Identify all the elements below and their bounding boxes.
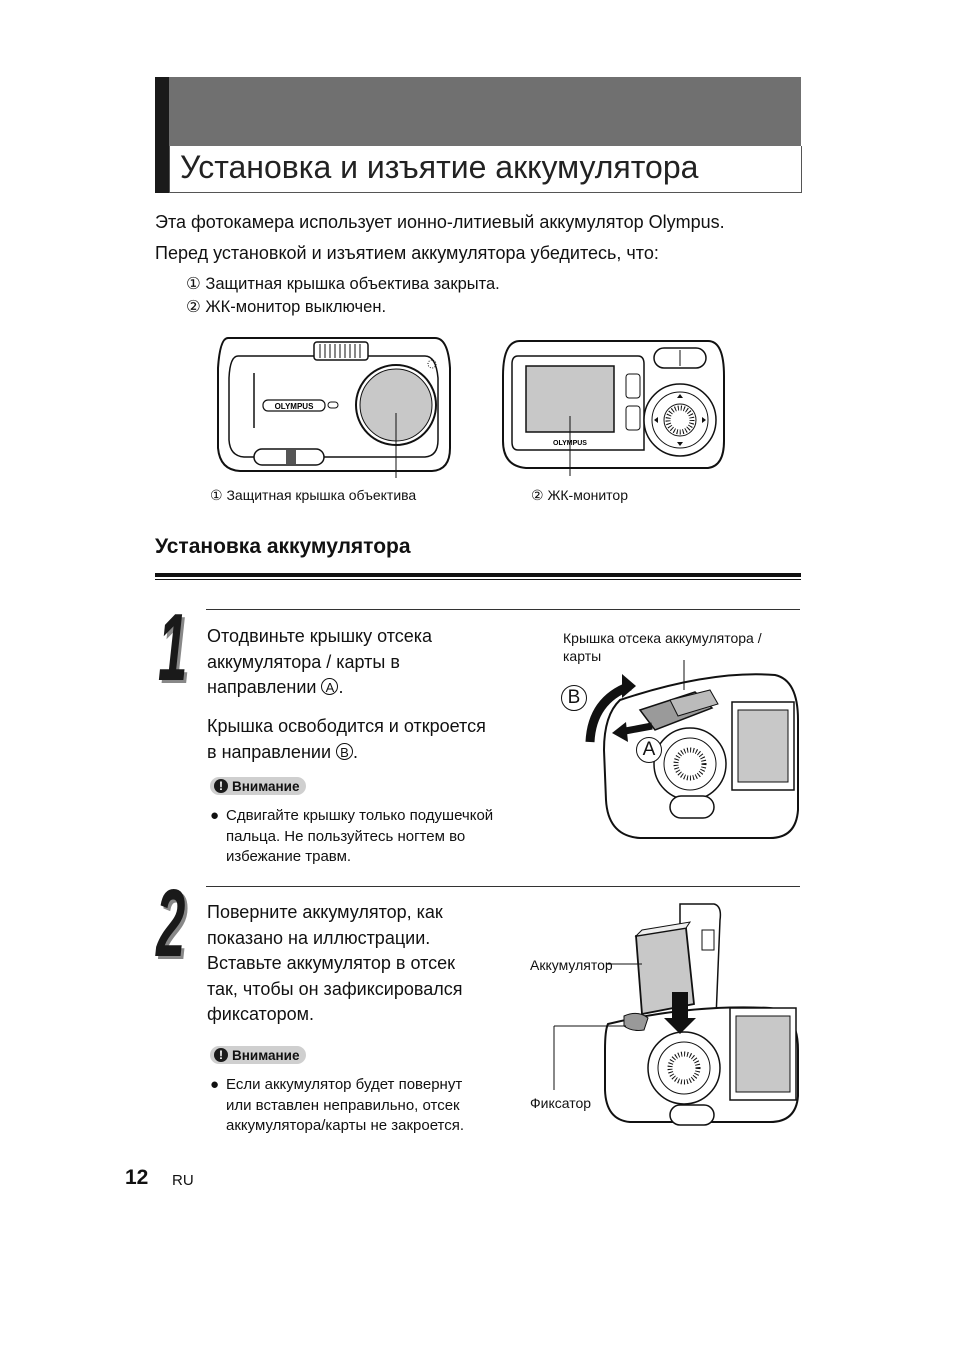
cover-callout: Крышка отсека аккумулятора / карты [563, 629, 762, 665]
bullet-line: Сдвигайте крышку только подушечкой [226, 807, 494, 824]
step-1-subtext: Крышка освободится и откроется в направл… [207, 714, 537, 765]
caption-marker: ① [210, 487, 223, 503]
exclamation-icon: ! [214, 1048, 228, 1062]
page-number: 12 [125, 1166, 149, 1189]
caption-text: ЖК-монитор [547, 487, 628, 503]
bullet-text: Если аккумулятор будет повернут или вста… [226, 1075, 464, 1137]
back-caption: ② ЖК-монитор [531, 486, 628, 504]
step-2-line: Вставьте аккумулятор в отсек [207, 953, 456, 973]
caption-text: Защитная крышка объектива [226, 487, 417, 503]
item-text: Защитная крышка объектива закрыта. [205, 275, 500, 293]
step-1-line: аккумулятора / карты в [207, 651, 400, 672]
section-rule-thin [155, 579, 801, 580]
section-rule [155, 573, 801, 577]
item-marker: ② [186, 298, 201, 316]
bullet-line: пальца. Не пользуйтесь ногтем во [226, 827, 466, 845]
front-caption: ① Защитная крышка объектива [210, 486, 416, 504]
step-2-text: Поверните аккумулятор, как показано на и… [207, 900, 527, 1028]
step-1-illustration [585, 660, 799, 839]
lock-callout: Фиксатор [530, 1095, 592, 1111]
step-1-line-end: . [338, 677, 344, 697]
camera-front-illustration: OLYMPUS [217, 337, 451, 478]
header-title-box [169, 146, 802, 193]
front-brand-logo: OLYMPUS [275, 402, 314, 411]
step-1-rule [206, 609, 800, 610]
page-language: RU [172, 1172, 194, 1189]
step-1-subline: в направлении B. [207, 740, 537, 766]
callout-line: карты [563, 648, 602, 664]
battery-callout: Аккумулятор [530, 957, 613, 973]
bullet-text: Сдвигайте крышку только подушечкой пальц… [226, 806, 493, 868]
bullet-line: избежание травм. [226, 848, 352, 865]
direction-a-marker: A [321, 678, 339, 695]
warning-label: Внимание [232, 1047, 300, 1063]
warning-pill: ! Внимание [210, 1046, 307, 1064]
bullet-line: Если аккумулятор будет повернут [226, 1076, 463, 1093]
step-2-line: показано на иллюстрации. [207, 927, 431, 948]
step-2-line: фиксатором. [207, 1004, 315, 1024]
warning-pill: ! Внимание [210, 777, 307, 795]
warning-label: Внимание [232, 778, 300, 794]
bullet-line: аккумулятора/карты не закроется. [226, 1117, 465, 1134]
intro-item-2: ② ЖК-монитор выключен. [186, 296, 386, 318]
step-2-illustration [553, 903, 799, 1126]
step-1-subline: Крышка освободится и откроется [207, 716, 486, 736]
page-title: Установка и изъятие аккумулятора [180, 149, 699, 185]
item-text: ЖК-монитор выключен. [205, 298, 387, 316]
step-2-line: Поверните аккумулятор, как [207, 902, 443, 922]
step-2-number: 2 [156, 870, 186, 977]
step-2-warning: ! Внимание [210, 1046, 307, 1064]
bullet-line: или вставлен неправильно, отсек [226, 1096, 460, 1114]
step-2-line: так, чтобы он зафиксировался [207, 978, 463, 999]
direction-b-marker: B [336, 742, 353, 760]
section-title: Установка аккумулятора [155, 535, 411, 558]
intro-line-1: Эта фотокамера использует ионно-литиевый… [155, 212, 725, 232]
header-band [155, 77, 801, 146]
exclamation-icon: ! [214, 779, 228, 793]
step-1-line-text: направлении [207, 677, 322, 697]
camera-back-illustration: OLYMPUS [502, 340, 725, 476]
caption-marker: ② [531, 487, 544, 503]
intro-line-2: Перед установкой и изъятием аккумулятора… [155, 243, 659, 263]
bullet-dot: ● [210, 1076, 220, 1093]
item-marker: ① [186, 275, 201, 293]
step-1-subline-end: . [353, 741, 359, 762]
step-1-subline-text: в направлении [207, 741, 336, 762]
figure-marker-a: A [636, 737, 662, 763]
intro-item-1: ① Защитная крышка объектива закрыта. [186, 273, 500, 295]
step-1-line: Отодвиньте крышку отсека [207, 626, 433, 646]
bullet-dot: ● [210, 807, 220, 824]
step-1-text: Отодвиньте крышку отсека аккумулятора / … [207, 624, 537, 701]
step-2-rule [206, 886, 800, 887]
step-1-line: направлении A. [207, 675, 537, 701]
header-accent-bar [155, 77, 169, 193]
step-1-number: 1 [158, 594, 188, 701]
callout-line: Крышка отсека аккумулятора / [563, 630, 762, 646]
figure-marker-b: B [561, 685, 587, 711]
step-1-warning: ! Внимание [210, 777, 307, 795]
